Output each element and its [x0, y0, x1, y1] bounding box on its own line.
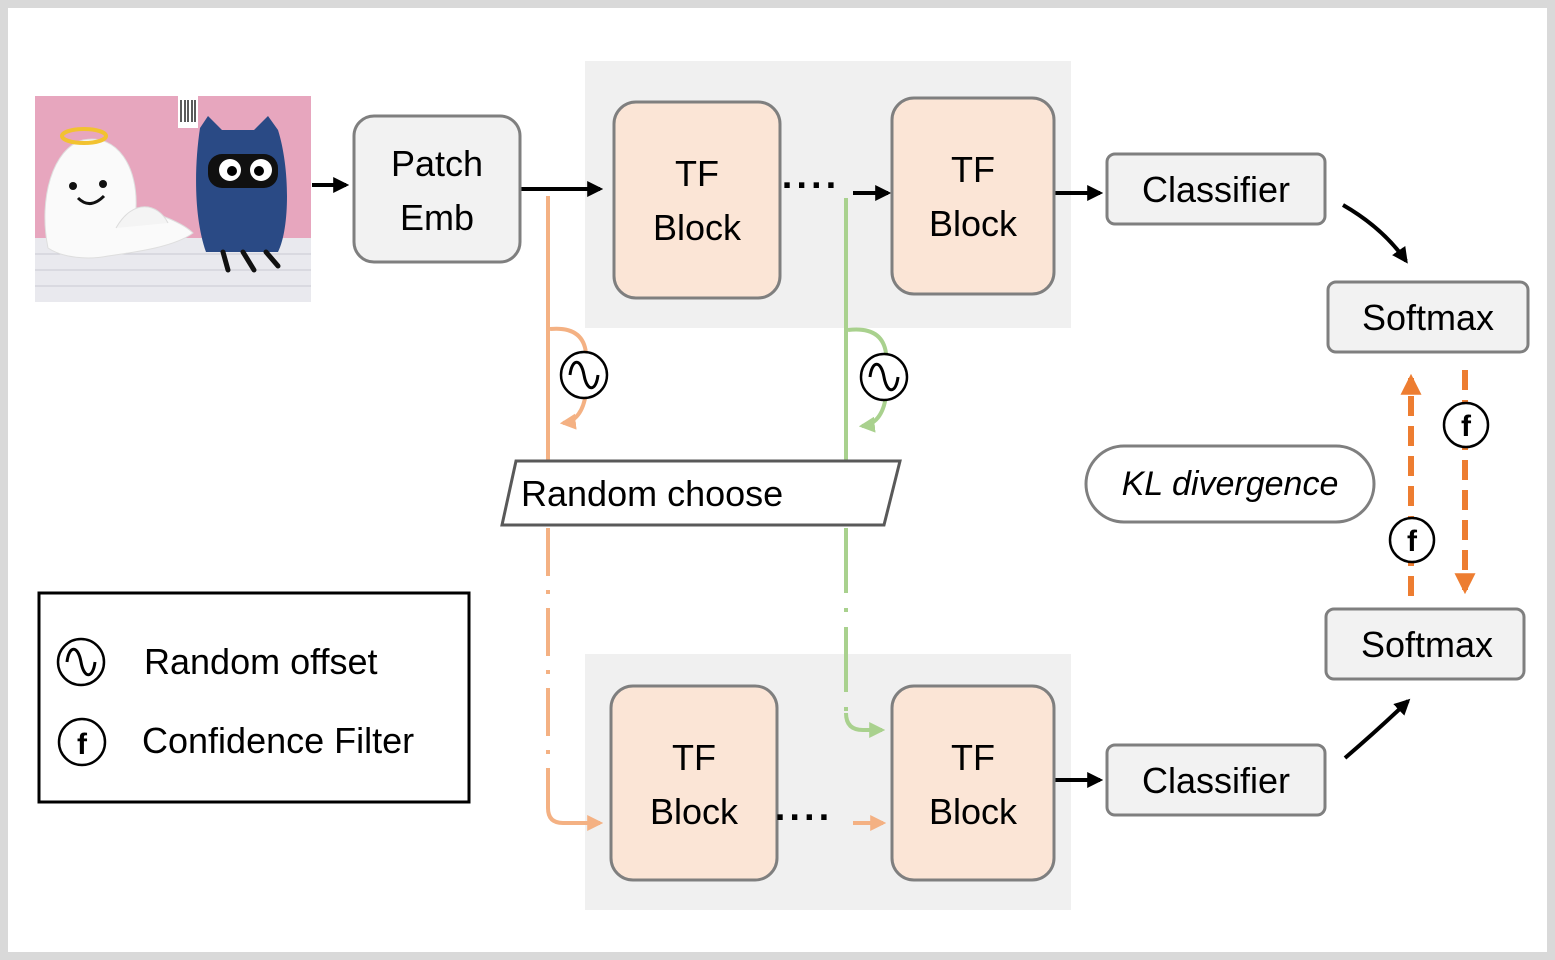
legend: Random offset f Confidence Filter — [37, 591, 471, 804]
softmax-bottom-box: Softmax — [1324, 607, 1526, 681]
bottom-tf-block-1: TF Block — [609, 684, 779, 882]
random-offset-icon — [859, 352, 909, 402]
classifier-top-box: Classifier — [1105, 152, 1327, 226]
legend-random-offset-icon — [56, 637, 106, 687]
top-block-1-line1: TF — [675, 153, 719, 194]
svg-text:f: f — [1407, 525, 1418, 558]
top-tf-block-2: TF Block — [890, 96, 1056, 296]
confidence-filter-icon: f — [1442, 401, 1490, 449]
bottom-tf-block-2: TF Block — [890, 684, 1056, 882]
top-tf-block-1: TF Block — [612, 100, 782, 300]
svg-text:f: f — [1461, 410, 1472, 443]
arrow-classifier-to-softmax-top — [1342, 203, 1408, 264]
random-choose-box: Random choose — [500, 459, 902, 527]
diagram-frame: Patch Emb TF Block ···· TF Block TF Bloc… — [8, 8, 1547, 952]
arrow-classifier-to-softmax-bottom — [1343, 698, 1411, 760]
patch-emb-line1: Patch — [391, 143, 483, 184]
legend-confidence-filter-label: Confidence Filter — [142, 720, 414, 761]
kl-divergence-label: KL divergence — [1122, 465, 1339, 503]
pipeline-diagram: Patch Emb TF Block ···· TF Block TF Bloc… — [35, 61, 1530, 910]
confidence-filter-icon: f — [1388, 516, 1436, 564]
top-block-2-line2: Block — [929, 203, 1018, 244]
top-ellipsis: ···· — [782, 165, 841, 207]
softmax-bottom-label: Softmax — [1361, 624, 1493, 665]
patch-emb-line2: Emb — [400, 197, 474, 238]
classifier-bottom-box: Classifier — [1105, 743, 1327, 817]
softmax-top-box: Softmax — [1326, 280, 1530, 354]
classifier-bottom-label: Classifier — [1142, 760, 1290, 801]
top-block-2-line1: TF — [951, 149, 995, 190]
bottom-ellipsis: ···· — [775, 797, 834, 839]
classifier-top-label: Classifier — [1142, 169, 1290, 210]
top-block-1-line2: Block — [653, 207, 742, 248]
bottom-block-2-line1: TF — [951, 737, 995, 778]
softmax-top-label: Softmax — [1362, 297, 1494, 338]
random-choose-label: Random choose — [521, 473, 783, 514]
random-offset-icon — [559, 350, 609, 400]
bottom-block-1-line2: Block — [650, 791, 739, 832]
patch-emb-box: Patch Emb — [352, 114, 522, 264]
legend-confidence-filter-icon: f — [57, 717, 107, 767]
input-image — [35, 96, 311, 302]
kl-divergence-box: KL divergence — [1084, 444, 1376, 524]
legend-random-offset-label: Random offset — [144, 641, 377, 682]
bottom-block-1-line1: TF — [672, 737, 716, 778]
bottom-block-2-line2: Block — [929, 791, 1018, 832]
svg-text:f: f — [77, 728, 88, 761]
